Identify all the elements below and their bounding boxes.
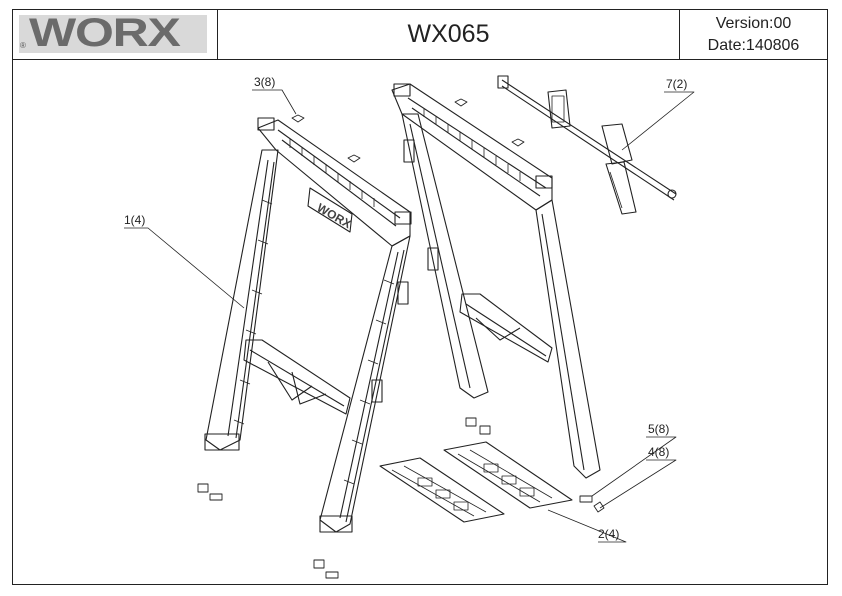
callout-part-7: 7(2) bbox=[666, 77, 687, 91]
callout-part-3: 3(8) bbox=[254, 75, 275, 89]
callout-part-5: 5(8) bbox=[648, 422, 669, 436]
frame-logo-text: WORX bbox=[315, 200, 354, 231]
registered-mark: ® bbox=[20, 41, 26, 50]
callout-labels: 3(8) 1(4) 7(2) 5(8) 4(8) 2(4) bbox=[124, 75, 687, 541]
callout-part-2: 2(4) bbox=[598, 527, 619, 541]
logo-text: WORX bbox=[29, 11, 181, 55]
callout-part-1: 1(4) bbox=[124, 213, 145, 227]
title-block: WORX ® WX065 Version:00 Date:140806 bbox=[13, 10, 827, 60]
logo-cell: WORX ® bbox=[13, 10, 218, 59]
front-leg-frame bbox=[204, 117, 412, 533]
drawing-sheet: WORX ® WX065 Version:00 Date:140806 bbox=[12, 9, 828, 585]
callout-leaders bbox=[124, 89, 695, 543]
tray-plates bbox=[379, 441, 573, 523]
model-cell: WX065 bbox=[218, 10, 680, 59]
date-label: Date:140806 bbox=[707, 37, 800, 54]
version-cell: Version:00 Date:140806 bbox=[680, 10, 827, 59]
worx-logo: WORX ® bbox=[19, 11, 207, 55]
small-hardware bbox=[197, 98, 605, 579]
callout-part-4: 4(8) bbox=[648, 445, 669, 459]
model-number: WX065 bbox=[407, 20, 490, 48]
bar-clamp bbox=[497, 75, 677, 215]
rear-leg-frame bbox=[391, 83, 601, 479]
version-label: Version:00 bbox=[715, 15, 792, 32]
